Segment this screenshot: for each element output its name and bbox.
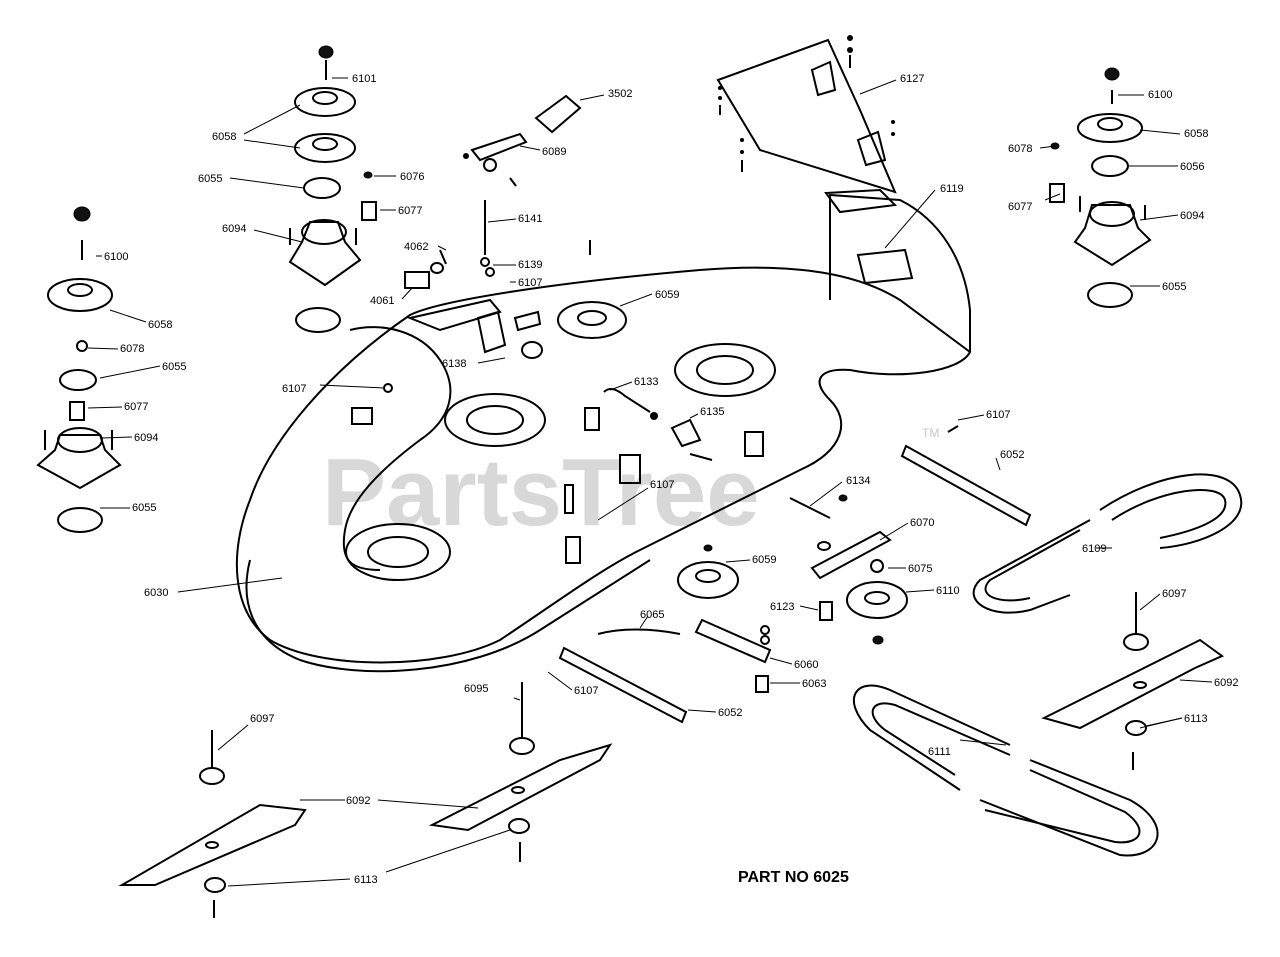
label-6076: 6076	[400, 171, 424, 183]
label-6134: 6134	[846, 475, 870, 487]
label-6107: 6107	[650, 479, 674, 491]
blade-adapters	[199, 592, 1149, 918]
label-6077: 6077	[398, 205, 422, 217]
blade-lower-center	[428, 743, 613, 832]
label-6097: 6097	[1162, 588, 1186, 600]
label-4062: 4062	[404, 241, 428, 253]
spindle-stack-right	[1049, 67, 1152, 308]
label-6070: 6070	[910, 517, 934, 529]
label-6052: 6052	[1000, 449, 1024, 461]
label-6100: 6100	[1148, 89, 1172, 101]
label-6078: 6078	[1008, 143, 1032, 155]
label-6059: 6059	[655, 289, 679, 301]
label-6092: 6092	[346, 795, 370, 807]
deflector-6127	[716, 35, 897, 194]
label-6058: 6058	[212, 131, 236, 143]
label-6119: 6119	[940, 183, 964, 195]
label-6065: 6065	[640, 609, 664, 621]
deck-spindle-holes	[345, 343, 776, 581]
label-6056: 6056	[1180, 161, 1204, 173]
label-6141: 6141	[518, 213, 542, 225]
label-6110: 6110	[936, 585, 960, 597]
label-6055: 6055	[132, 502, 156, 514]
deck-plate-6119	[824, 188, 914, 285]
label-6138: 6138	[442, 358, 466, 370]
label-6078: 6078	[120, 343, 144, 355]
mower-deck-shell	[235, 193, 972, 673]
part-labels: 6101 3502 6127 6100 6058 6089 6058 6078 …	[104, 73, 1238, 886]
label-6133: 6133	[634, 376, 658, 388]
label-6058: 6058	[1184, 128, 1208, 140]
label-6107: 6107	[518, 277, 542, 289]
label-6058: 6058	[148, 319, 172, 331]
label-6030: 6030	[144, 587, 168, 599]
watermark-trademark: TM	[922, 426, 939, 440]
blade-right	[1041, 638, 1224, 730]
label-6052: 6052	[718, 707, 742, 719]
label-3502: 3502	[608, 88, 632, 100]
label-4061: 4061	[370, 295, 394, 307]
label-6059: 6059	[752, 554, 776, 566]
label-6094: 6094	[1180, 210, 1204, 222]
label-6107: 6107	[282, 383, 306, 395]
label-6055: 6055	[198, 173, 222, 185]
label-6077: 6077	[1008, 201, 1032, 213]
part-number: PART NO 6025	[738, 869, 849, 886]
label-6089: 6089	[542, 146, 566, 158]
label-6060: 6060	[794, 659, 818, 671]
label-6092: 6092	[1214, 677, 1238, 689]
label-6111: 6111	[928, 746, 951, 758]
label-6139: 6139	[518, 259, 542, 271]
drive-belt-6109	[972, 473, 1243, 614]
center-hardware	[383, 94, 1032, 724]
label-6101: 6101	[352, 73, 376, 85]
label-6075: 6075	[908, 563, 932, 575]
drive-belt-6111	[852, 684, 1159, 857]
label-6094: 6094	[222, 223, 246, 235]
label-6094: 6094	[134, 432, 158, 444]
label-6095: 6095	[464, 683, 488, 695]
watermark: PartsTree	[322, 439, 760, 546]
deck-fittings	[351, 298, 764, 564]
label-6077: 6077	[124, 401, 148, 413]
label-6107: 6107	[574, 685, 598, 697]
label-6100: 6100	[104, 251, 128, 263]
label-6097: 6097	[250, 713, 274, 725]
label-6055: 6055	[162, 361, 186, 373]
spindle-stack-left-top	[288, 45, 377, 333]
label-6135: 6135	[700, 406, 724, 418]
label-6107: 6107	[986, 409, 1010, 421]
blade-lower-left	[118, 803, 307, 886]
label-6113: 6113	[1184, 713, 1208, 725]
label-6123: 6123	[770, 601, 794, 613]
label-6109: 6109	[1082, 543, 1106, 555]
leader-lines	[87, 77, 1213, 887]
label-6055: 6055	[1162, 281, 1186, 293]
spindle-stack-left	[36, 206, 122, 533]
label-6113: 6113	[354, 874, 378, 886]
label-6063: 6063	[802, 678, 826, 690]
label-6127: 6127	[900, 73, 924, 85]
